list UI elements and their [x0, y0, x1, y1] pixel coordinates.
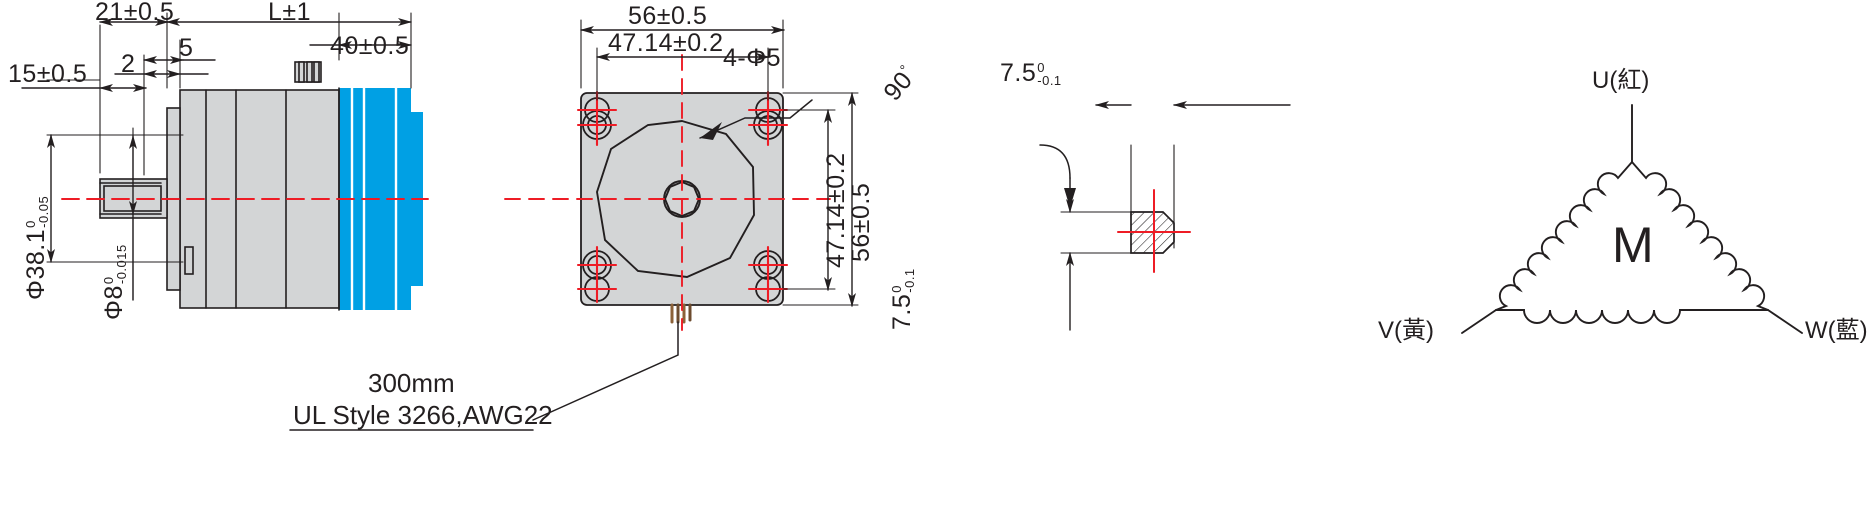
dim-flat-vertical: 7.5 0 -0.1 [888, 268, 917, 330]
dim-gap-5: 5 [179, 34, 194, 62]
dim-body-length: L±1 [268, 0, 312, 26]
pilot-tol-lower: -0.05 [35, 195, 51, 228]
terminal-label-u: U(紅) [1592, 67, 1650, 94]
dim-bolt-pitch-horizontal: 47.14±0.2 [608, 29, 724, 57]
motor-symbol-label: M [1612, 217, 1654, 273]
front-view-geometry [532, 92, 813, 421]
side-view-geometry [99, 61, 423, 312]
flat-h-tol-lower: -0.1 [1037, 72, 1062, 88]
terminal-label-v: V(黃) [1378, 317, 1434, 344]
dim-flat-horizontal: 7.5 0 -0.1 [1000, 59, 1062, 88]
dim-frame-height: 56±0.5 [847, 182, 875, 262]
dim-pilot-diameter: Φ38.1 0 -0.05 [22, 195, 51, 300]
dim-flat-position: 15±0.5 [8, 60, 88, 88]
dim-shaft-diameter: Φ8 0 -0.015 [100, 244, 129, 320]
cable-note-line1: 300mm [368, 368, 455, 398]
dim-frame-width: 56±0.5 [628, 2, 708, 30]
callout-mounting-holes: 4-Φ5 [723, 44, 782, 72]
cable-note-line2: UL Style 3266,AWG22 [293, 400, 553, 430]
terminal-label-w: W(藍) [1805, 317, 1868, 344]
shaft-flat-detail-geometry [1039, 101, 1291, 331]
dim-gap-2: 2 [121, 50, 136, 78]
flat-v-tol-lower: -0.1 [901, 268, 917, 293]
shaft-tol-lower: -0.015 [113, 244, 129, 285]
dim-shaft-length: 21±0.5 [95, 0, 175, 26]
winding-diagram-geometry [1461, 104, 1803, 334]
flat-h-tol-upper: 0 [1037, 60, 1045, 76]
dim-cap-length: 40±0.5 [330, 32, 410, 60]
